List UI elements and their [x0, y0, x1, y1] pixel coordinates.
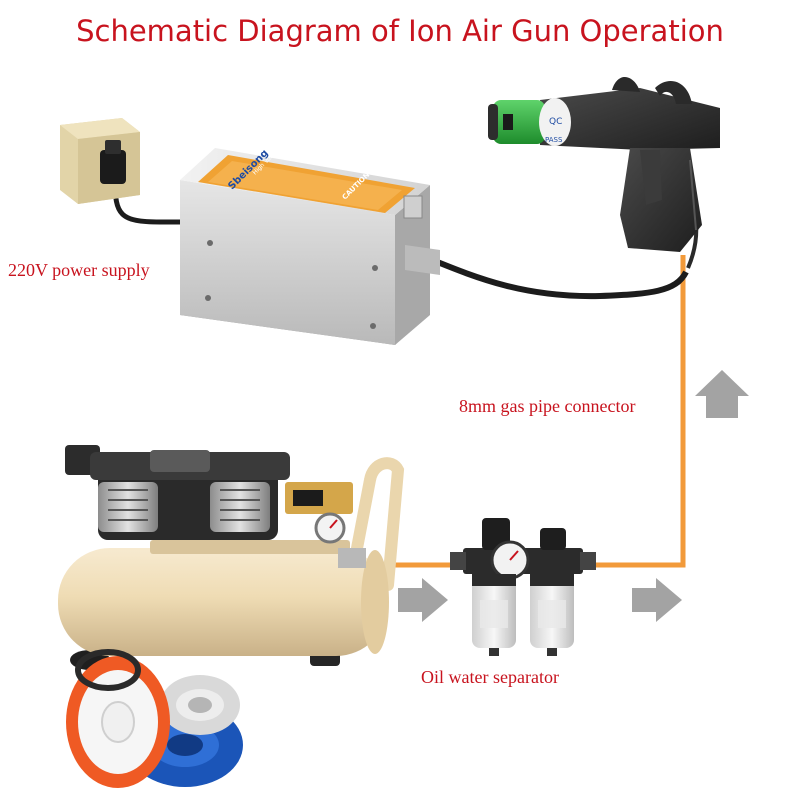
oil-water-separator — [450, 518, 596, 656]
air-compressor — [58, 445, 405, 670]
pipe-coil-silver — [160, 675, 240, 735]
pipe-coil-orange — [66, 656, 170, 788]
flow-arrow-right-2 — [632, 578, 682, 622]
gun-qc-badge: QC — [549, 117, 562, 127]
hv-cable — [418, 252, 689, 300]
label-gas-pipe: 8mm gas pipe connector — [459, 396, 636, 416]
flow-arrow-up — [695, 370, 749, 418]
high-voltage-generator — [180, 148, 440, 345]
flow-arrow-right-1 — [398, 578, 448, 622]
wall-socket — [60, 118, 140, 204]
pipe-coil-dark — [75, 649, 141, 691]
diagram-title: Schematic Diagram of Ion Air Gun Operati… — [76, 14, 724, 48]
label-power-supply: 220V power supply — [8, 260, 150, 280]
gun-pass-badge: PASS — [545, 136, 563, 144]
label-separator: Oil water separator — [421, 667, 559, 687]
ion-air-gun — [488, 77, 720, 252]
